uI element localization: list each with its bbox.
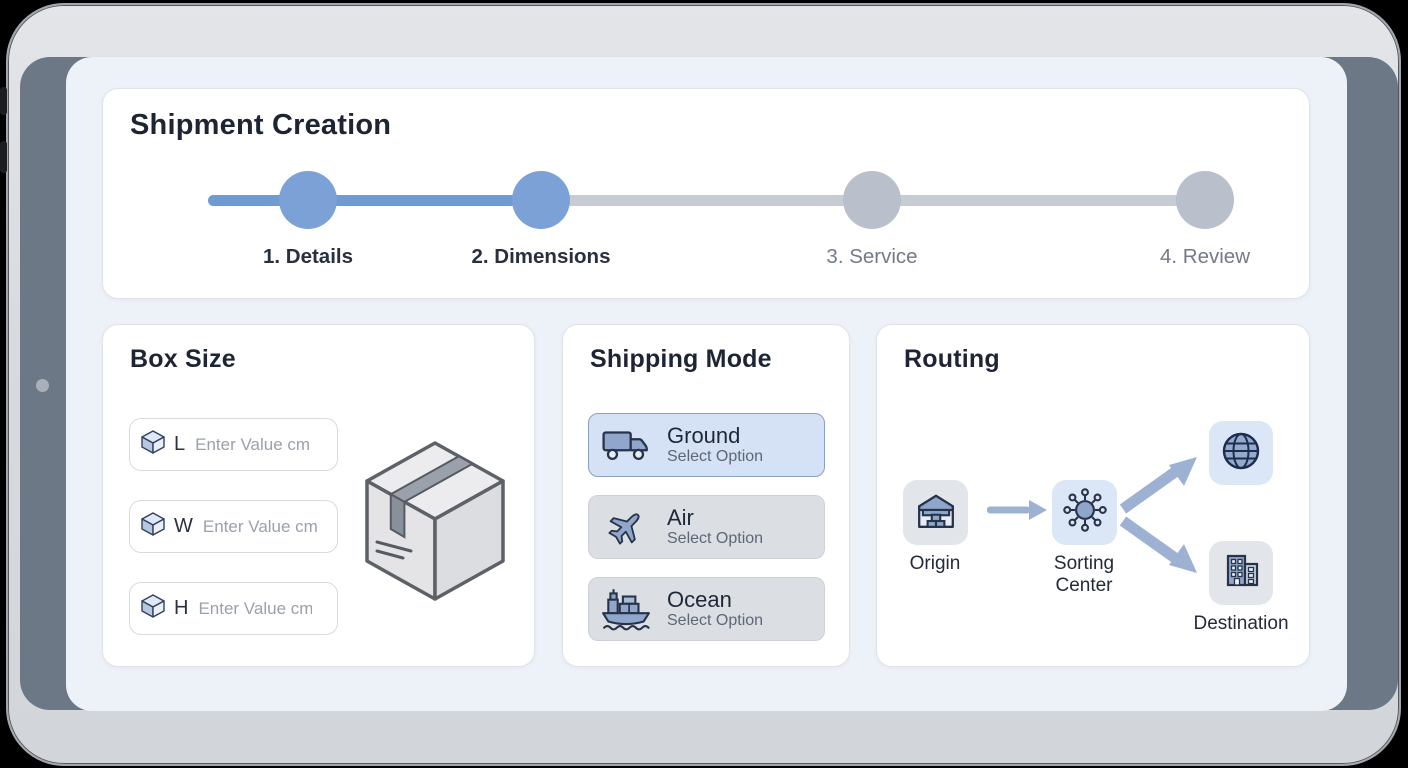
step-review-label[interactable]: 4. Review bbox=[1159, 245, 1251, 268]
air-option[interactable]: Air Select Option bbox=[588, 495, 825, 559]
cube-icon bbox=[140, 511, 166, 542]
globe-node bbox=[1209, 421, 1273, 485]
ship-icon bbox=[599, 587, 653, 631]
shipment-creation-card: Shipment Creation 1. Details 2. Dimensio… bbox=[102, 88, 1310, 299]
camera-dot bbox=[36, 379, 49, 392]
sorting-center-label: Sorting Center bbox=[1053, 553, 1115, 596]
cardboard-box-illustration bbox=[359, 435, 511, 608]
shipping-mode-card: Shipping Mode Ground Select Option bbox=[562, 324, 850, 667]
stepper-track bbox=[208, 195, 1205, 206]
shipping-mode-title: Shipping Mode bbox=[590, 345, 772, 373]
width-label: W bbox=[174, 515, 193, 537]
page-title: Shipment Creation bbox=[130, 109, 392, 141]
height-input[interactable] bbox=[196, 597, 315, 620]
step-details-dot[interactable] bbox=[279, 171, 337, 229]
width-field-row[interactable]: W bbox=[129, 500, 338, 553]
width-input[interactable] bbox=[200, 515, 319, 538]
step-service-label[interactable]: 3. Service bbox=[826, 245, 918, 268]
buildings-icon bbox=[1219, 549, 1263, 598]
cube-icon bbox=[140, 429, 166, 460]
routing-card: Routing Origin bbox=[876, 324, 1310, 667]
plane-icon bbox=[599, 503, 653, 551]
cube-icon bbox=[140, 593, 166, 624]
step-review-dot[interactable] bbox=[1176, 171, 1234, 229]
routing-title: Routing bbox=[904, 345, 1000, 373]
tablet-bezel: Shipment Creation 1. Details 2. Dimensio… bbox=[20, 57, 1398, 711]
step-dimensions-dot[interactable] bbox=[512, 171, 570, 229]
air-sublabel: Select Option bbox=[667, 530, 764, 548]
ocean-option[interactable]: Ocean Select Option bbox=[588, 577, 825, 641]
globe-icon bbox=[1219, 429, 1263, 478]
step-service-dot[interactable] bbox=[843, 171, 901, 229]
fork-arrows bbox=[1117, 445, 1201, 590]
screen: Shipment Creation 1. Details 2. Dimensio… bbox=[66, 57, 1347, 711]
stepper-track-active bbox=[208, 195, 541, 206]
warehouse-icon bbox=[915, 489, 957, 536]
volume-up-button[interactable] bbox=[0, 87, 7, 115]
box-size-card: Box Size L W bbox=[102, 324, 535, 667]
ground-label: Ground bbox=[667, 423, 741, 449]
length-label: L bbox=[174, 433, 186, 455]
ocean-sublabel: Select Option bbox=[667, 612, 764, 630]
origin-label: Origin bbox=[909, 553, 961, 574]
height-label: H bbox=[174, 597, 189, 619]
truck-icon bbox=[599, 426, 653, 464]
air-label: Air bbox=[667, 505, 694, 531]
step-details-label[interactable]: 1. Details bbox=[262, 245, 354, 268]
step-dimensions-label[interactable]: 2. Dimensions bbox=[471, 245, 611, 268]
origin-node bbox=[903, 480, 968, 545]
volume-down-button[interactable] bbox=[0, 141, 7, 173]
destination-label: Destination bbox=[1193, 613, 1289, 634]
box-size-title: Box Size bbox=[130, 345, 236, 373]
sorting-center-node bbox=[1052, 480, 1117, 545]
hub-icon bbox=[1062, 487, 1108, 538]
length-field-row[interactable]: L bbox=[129, 418, 338, 471]
length-input[interactable] bbox=[193, 433, 312, 456]
height-field-row[interactable]: H bbox=[129, 582, 338, 635]
arrow-origin-to-sorting bbox=[985, 499, 1049, 526]
ground-sublabel: Select Option bbox=[667, 448, 764, 466]
ground-option[interactable]: Ground Select Option bbox=[588, 413, 825, 477]
tablet-frame: Shipment Creation 1. Details 2. Dimensio… bbox=[0, 3, 1401, 766]
destination-node bbox=[1209, 541, 1273, 605]
ocean-label: Ocean bbox=[667, 587, 732, 613]
